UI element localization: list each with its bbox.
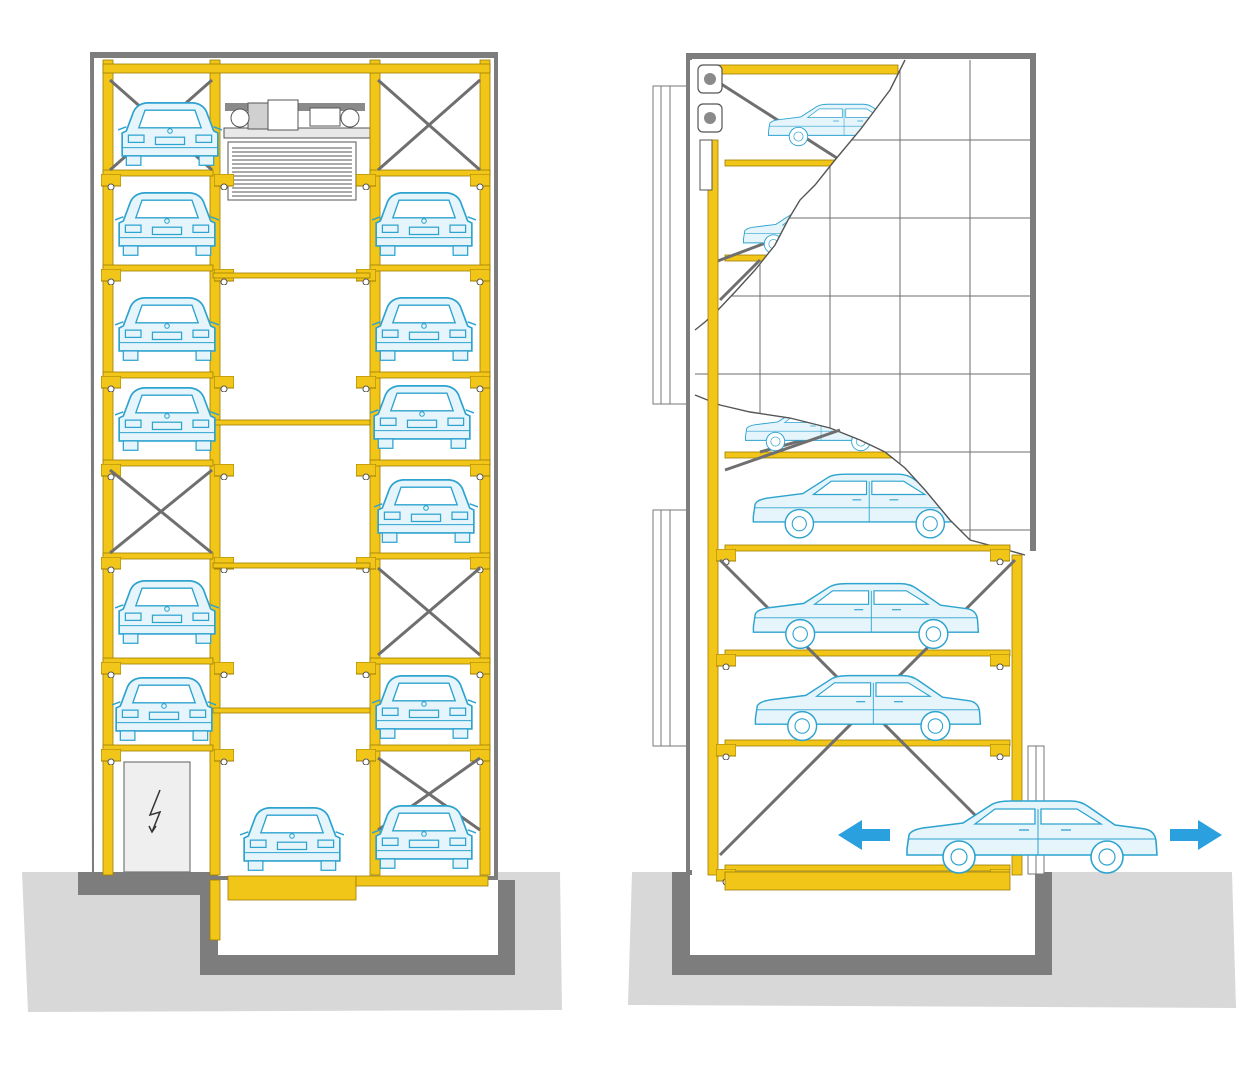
car-front-view [372,675,476,740]
cross-brace [377,566,481,657]
steel-beam [724,649,1011,657]
steel-top-beam [707,64,899,75]
steel-beam [724,544,1011,552]
steel-beam [102,657,214,665]
car-front-view [112,677,216,742]
car-front-view [374,479,478,544]
left-tower [22,52,562,1012]
steel-column [1011,554,1023,876]
cross-brace [718,258,762,302]
car-front-view [240,807,344,872]
tie-beam [212,419,371,426]
tie-beam [212,562,371,569]
steel-beam [369,459,491,467]
outer-wall-right [686,53,1036,59]
car-front-view [370,385,474,450]
steel-column [209,879,221,941]
cross-brace [724,428,841,472]
steel-beam [102,264,214,272]
lift-platform [724,871,1011,891]
steel-beam [369,169,491,177]
steel-beam [102,371,214,379]
tie-beam [212,707,371,714]
cutaway-interior [690,60,1025,870]
lift-platform [227,875,357,901]
steel-beam [369,744,491,752]
lightning-bolt-icon [148,789,162,833]
cross-brace [377,78,481,172]
car-front-view [372,297,476,362]
steel-beam [369,552,491,560]
steel-beam [102,169,214,177]
steel-beam [724,159,1006,167]
steel-top-beam [102,63,491,74]
drive-unit-right [697,64,723,191]
car-front-view [118,102,222,167]
exit-arrows [838,820,1222,850]
car-front-view [115,192,219,257]
steel-column [707,139,719,876]
cross-brace [109,468,213,555]
steel-beam [102,459,214,467]
steel-beam [369,371,491,379]
steel-beam [102,552,214,560]
steel-beam [724,864,1011,872]
tie-beam [212,272,371,279]
arrow-left-icon [838,820,890,850]
steel-beam [369,657,491,665]
car-front-view [115,387,219,452]
arrow-right-icon [1170,820,1222,850]
drive-machinery [223,99,371,201]
steel-beam [724,739,1011,747]
car-front-view [372,805,476,870]
car-front-view [115,580,219,645]
electrical-room [123,761,191,873]
steel-beam [369,264,491,272]
right-tower [628,53,1236,1008]
steel-beam [355,875,489,887]
car-front-view [372,192,476,257]
steel-beam [102,744,214,752]
car-front-view [115,297,219,362]
